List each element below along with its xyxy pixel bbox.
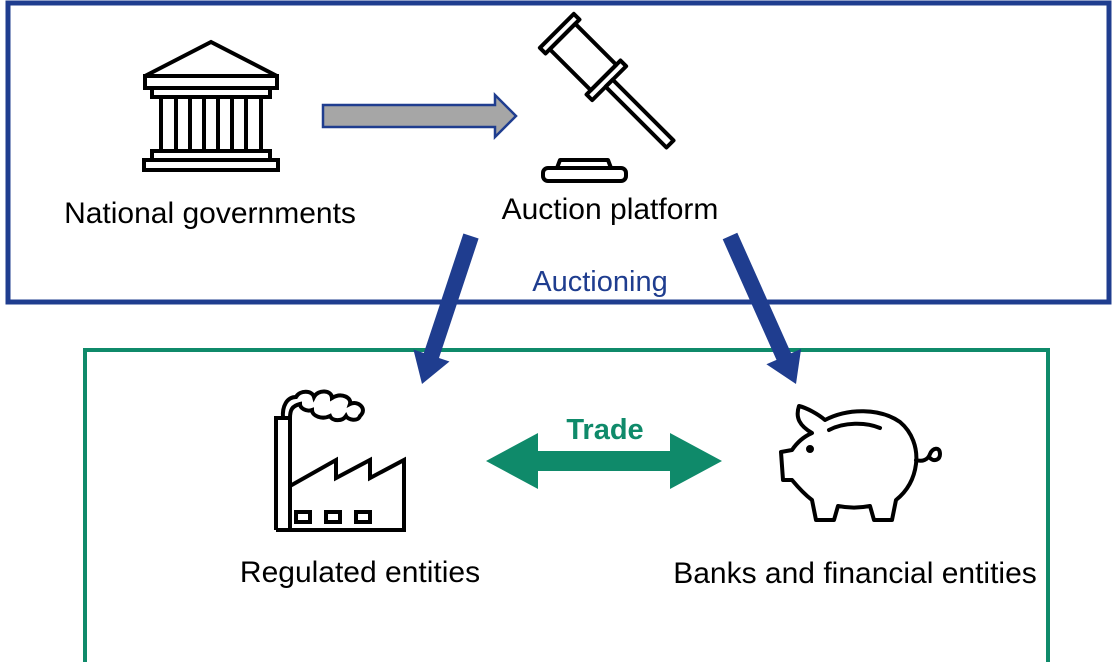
piggy-bank-icon — [779, 404, 942, 522]
gavel-icon — [537, 11, 676, 183]
label-regulated-entities: Regulated entities — [239, 556, 481, 589]
bottom-box — [83, 348, 1050, 662]
factory-icon — [274, 389, 406, 532]
label-auctioning: Auctioning — [532, 266, 668, 298]
government-building-icon — [142, 39, 280, 172]
flow-arrow-grey — [321, 91, 518, 141]
label-trade: Trade — [566, 414, 644, 446]
label-national-governments: National governments — [64, 197, 356, 230]
auction-arrow-left — [413, 233, 479, 384]
label-auction-platform: Auction platform — [501, 193, 719, 226]
label-banks-financial-entities: Banks and financial entities — [673, 557, 1037, 590]
trade-arrow — [486, 433, 722, 489]
auction-arrow-right — [722, 232, 802, 384]
top-box — [5, 0, 1112, 305]
